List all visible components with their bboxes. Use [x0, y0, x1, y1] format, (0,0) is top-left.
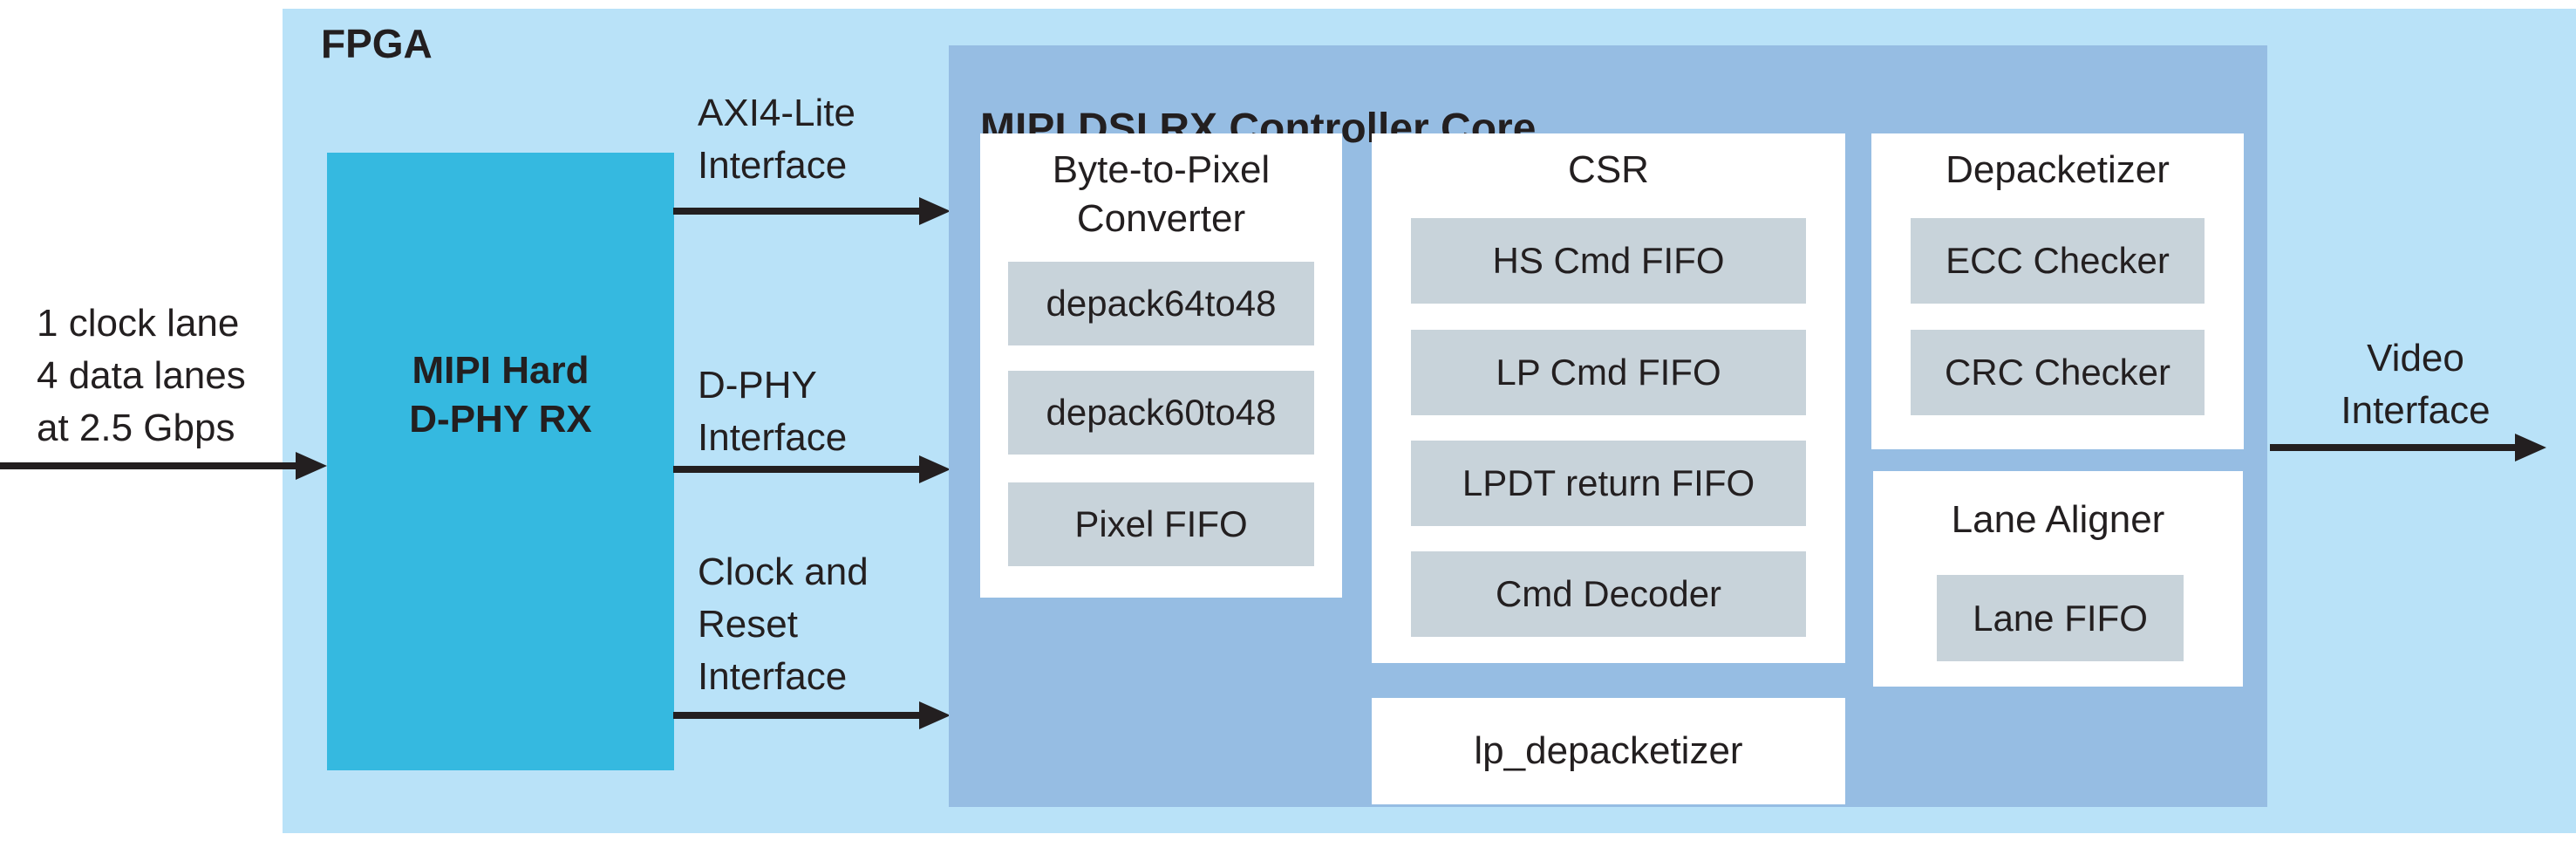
input-lanes-line-3: at 2.5 Gbps: [37, 407, 235, 449]
phy-block-line-1: MIPI Hard: [412, 349, 589, 392]
axi4-lite-interface-label: AXI4-Lite Interface: [698, 87, 855, 192]
dphy-interface-label: D-PHY Interface: [698, 359, 847, 464]
lane-aligner-panel: Lane Aligner Lane FIFO: [1873, 471, 2243, 687]
axi4-lite-arrow-head: [919, 197, 951, 225]
video-interface-line-2: Interface: [2341, 389, 2491, 432]
lp-cmd-fifo-box: LP Cmd FIFO: [1411, 330, 1806, 415]
lpdt-return-fifo-box: LPDT return FIFO: [1411, 441, 1806, 526]
csr-panel: CSR HS Cmd FIFO LP Cmd FIFO LPDT return …: [1372, 133, 1845, 663]
axi4-lite-arrow: [673, 197, 951, 225]
pixel-fifo-box: Pixel FIFO: [1008, 482, 1314, 566]
fpga-label: FPGA: [321, 21, 433, 66]
csr-title: CSR: [1568, 148, 1649, 191]
clock-reset-arrow-head: [919, 701, 951, 729]
byte-to-pixel-converter-panel: Byte-to-Pixel Converter depack64to48 dep…: [980, 133, 1342, 598]
dphy-arrow-shaft: [673, 466, 924, 473]
depacketizer-panel: Depacketizer ECC Checker CRC Checker: [1871, 133, 2244, 449]
depacketizer-title: Depacketizer: [1946, 148, 2170, 191]
clock-reset-interface-label: Clock and Reset Interface: [698, 546, 869, 703]
video-interface-arrow-shaft: [2270, 444, 2520, 451]
clock-reset-line-2: Reset: [698, 603, 798, 646]
byte-to-pixel-converter-title: Byte-to-Pixel Converter: [1052, 148, 1271, 240]
mipi-hard-dphy-rx-block: MIPI Hard D-PHY RX: [327, 153, 674, 770]
phy-block-line-2: D-PHY RX: [409, 398, 592, 441]
depack60to48-box: depack60to48: [1008, 371, 1314, 455]
clock-reset-arrow-shaft: [673, 712, 924, 719]
hs-cmd-fifo-box: HS Cmd FIFO: [1411, 218, 1806, 304]
dphy-arrow: [673, 455, 951, 483]
lane-fifo-box: Lane FIFO: [1937, 575, 2184, 661]
axi4-lite-line-1: AXI4-Lite: [698, 92, 855, 134]
video-interface-line-1: Video: [2367, 337, 2464, 379]
lp-depacketizer-box: lp_depacketizer: [1372, 698, 1845, 804]
dphy-arrow-head: [919, 455, 951, 483]
crc-checker-box: CRC Checker: [1911, 330, 2205, 415]
input-lanes-label: 1 clock lane 4 data lanes at 2.5 Gbps: [37, 297, 246, 455]
video-interface-arrow-head: [2515, 434, 2546, 462]
input-arrow-head: [296, 452, 327, 480]
video-interface-label: Video Interface: [2280, 332, 2551, 437]
lane-aligner-title: Lane Aligner: [1951, 498, 2165, 541]
cmd-decoder-box: Cmd Decoder: [1411, 551, 1806, 637]
ecc-checker-box: ECC Checker: [1911, 218, 2205, 304]
dphy-line-2: Interface: [698, 416, 848, 459]
input-lanes-line-2: 4 data lanes: [37, 354, 246, 397]
input-lanes-line-1: 1 clock lane: [37, 302, 240, 345]
axi4-lite-line-2: Interface: [698, 144, 848, 187]
video-interface-arrow: [2270, 434, 2546, 462]
input-arrow-shaft: [0, 462, 301, 469]
axi4-lite-arrow-shaft: [673, 208, 924, 215]
input-arrow: [0, 452, 327, 480]
depack64to48-box: depack64to48: [1008, 262, 1314, 345]
dphy-line-1: D-PHY: [698, 364, 817, 407]
clock-reset-line-3: Interface: [698, 655, 848, 698]
clock-reset-arrow: [673, 701, 951, 729]
controller-core-container: MIPI DSI RX Controller Core Byte-to-Pixe…: [949, 45, 2267, 807]
clock-reset-line-1: Clock and: [698, 550, 869, 593]
